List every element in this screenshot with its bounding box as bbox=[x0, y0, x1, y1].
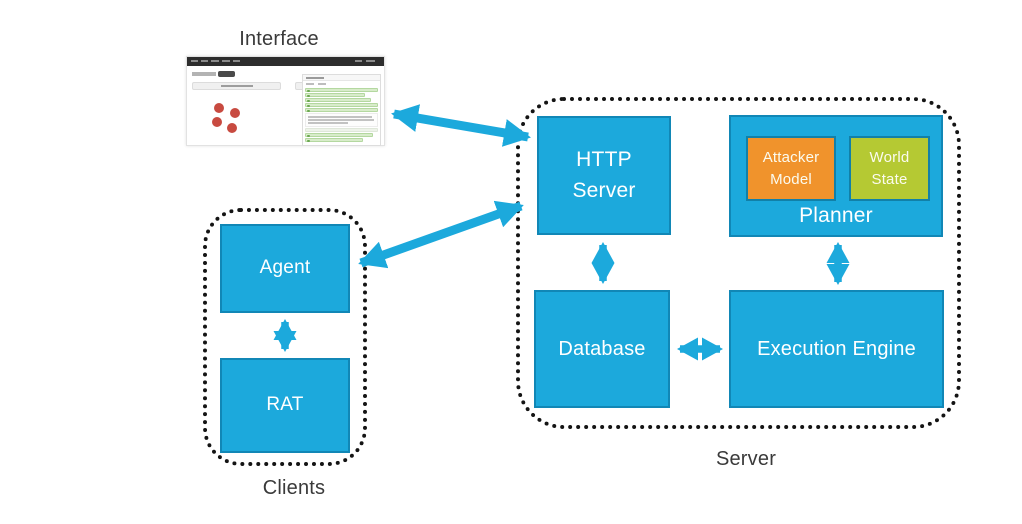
attacker-model-label: Attacker Model bbox=[762, 148, 820, 188]
thumb-graph-node bbox=[212, 117, 222, 127]
thumb-title-text bbox=[192, 72, 216, 76]
thumb-panel-header-left bbox=[192, 82, 281, 90]
interface-label: Interface bbox=[239, 28, 319, 50]
http-server-label: HTTP Server bbox=[572, 148, 636, 202]
database-label: Database bbox=[558, 338, 646, 360]
thumb-log-row bbox=[305, 138, 363, 142]
thumb-log-row bbox=[305, 108, 378, 112]
thumb-title-badge bbox=[218, 71, 235, 77]
thumb-graph-node bbox=[227, 123, 237, 133]
thumb-log-row bbox=[305, 98, 371, 102]
clients-label: Clients bbox=[262, 477, 326, 499]
attacker-model-box: Attacker Model bbox=[746, 136, 836, 201]
arrow-agent-httpserver bbox=[358, 200, 524, 269]
database-box: Database bbox=[534, 290, 670, 408]
thumb-log-detail bbox=[305, 113, 378, 127]
execution-engine-box: Execution Engine bbox=[729, 290, 944, 408]
thumb-log-row bbox=[305, 103, 378, 107]
thumb-log-row bbox=[305, 133, 373, 137]
world-state-box: World State bbox=[849, 136, 930, 201]
clients-group bbox=[203, 208, 367, 466]
interface-screenshot bbox=[186, 56, 385, 146]
thumb-log-row bbox=[305, 88, 378, 92]
server-label: Server bbox=[715, 448, 777, 470]
arrow-interface-httpserver bbox=[391, 104, 531, 147]
thumb-graph-node bbox=[214, 103, 224, 113]
planner-label: Planner bbox=[799, 203, 873, 227]
thumb-log-panel bbox=[302, 74, 381, 146]
rat-box: RAT bbox=[220, 358, 350, 453]
agent-label: Agent bbox=[259, 257, 311, 279]
planner-box: Attacker Model World State Planner bbox=[729, 115, 943, 237]
rat-label: RAT bbox=[266, 394, 304, 416]
agent-box: Agent bbox=[220, 224, 350, 313]
thumb-navbar bbox=[187, 57, 384, 66]
world-state-label: World State bbox=[869, 148, 910, 188]
http-server-box: HTTP Server bbox=[537, 116, 671, 235]
thumb-log-row bbox=[305, 93, 365, 97]
execution-engine-label: Execution Engine bbox=[757, 338, 916, 360]
thumb-log-row bbox=[305, 128, 378, 132]
thumb-graph-node bbox=[230, 108, 240, 118]
